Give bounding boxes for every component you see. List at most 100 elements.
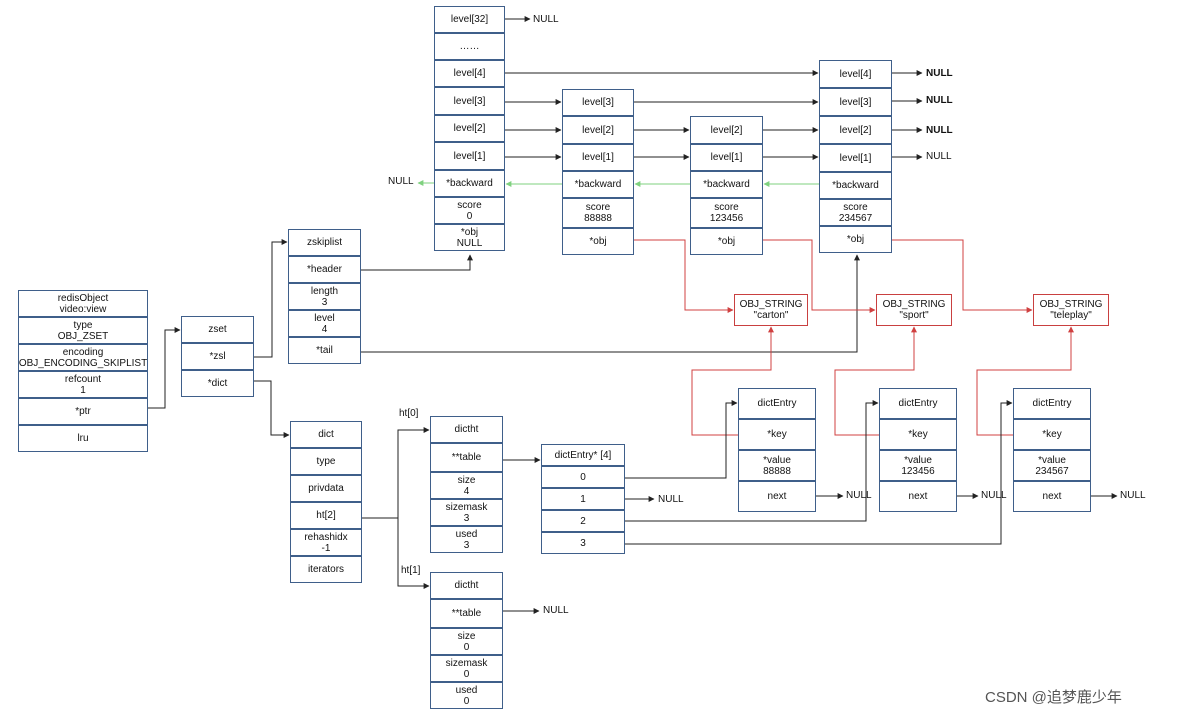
dict-title-cell: dict <box>290 421 362 448</box>
cell-text: *backward <box>574 179 622 190</box>
obj-carton-text-cell: OBJ_STRING"carton" <box>734 294 808 326</box>
cell-text: size <box>457 474 476 486</box>
dict-privdata-cell: privdata <box>290 475 362 502</box>
obj-sport-text-cell: OBJ_STRING"sport" <box>876 294 952 326</box>
object-arrow <box>634 239 734 313</box>
cell-text: level[3] <box>453 95 486 107</box>
cell-text: 88888 <box>763 465 791 477</box>
cell-text: *key <box>767 429 787 440</box>
cell-text: video:view <box>59 303 107 315</box>
dict-iterators-cell: iterators <box>290 556 362 583</box>
node-a-obj-cell: *obj <box>562 228 634 255</box>
header-node-l2-cell: level[2] <box>434 115 505 142</box>
node-c-l4-cell: level[4] <box>819 60 892 88</box>
table-array-i3-cell: 3 <box>541 532 625 554</box>
cell-text: next <box>767 491 787 502</box>
table-array-title-cell: dictEntry* [4] <box>541 444 625 466</box>
zskiplist-tail-cell: *tail <box>288 337 361 364</box>
cell-text: type <box>73 319 93 331</box>
cell-text: length <box>310 285 339 297</box>
cell-text: *ptr <box>75 406 91 417</box>
cell-text: 3 <box>580 537 586 549</box>
cell-text: 4 <box>463 485 470 497</box>
cell-text: zskiplist <box>306 237 342 248</box>
cell-text: score <box>457 199 482 211</box>
cell-text: OBJ_STRING <box>1039 299 1103 310</box>
cell-text: sizemask <box>445 657 488 669</box>
table-array-i2-cell: 2 <box>541 510 625 532</box>
zset-zsl-cell: *zsl <box>181 343 254 370</box>
cell-text: score <box>714 202 739 213</box>
object-arrow <box>976 326 1074 436</box>
null-label: NULL <box>846 490 872 501</box>
cell-text: refcount <box>64 373 102 385</box>
redis-object-lru-cell: lru <box>18 425 148 452</box>
null-label: NULL <box>926 95 953 106</box>
cell-text: *dict <box>207 378 228 389</box>
cell-text: level[2] <box>710 124 743 136</box>
pointer-arrow <box>361 254 473 271</box>
cell-text: 123456 <box>901 465 935 477</box>
cell-text: level[4] <box>839 68 872 80</box>
cell-text: "sport" <box>899 310 929 321</box>
null-label: NULL <box>926 68 953 79</box>
cell-text: level[1] <box>582 152 614 163</box>
dictht1-title-cell: dictht <box>430 572 503 599</box>
cell-text: dictEntry <box>898 398 938 409</box>
node-b-obj-cell: *obj <box>690 228 763 255</box>
cell-text: dictht <box>454 424 479 435</box>
cell-text: 88888 <box>584 213 612 224</box>
cell-text: score <box>585 202 611 213</box>
node-c-l3-cell: level[3] <box>819 88 892 116</box>
node-a-l2-cell: level[2] <box>562 116 634 144</box>
cell-text: *zsl <box>209 351 226 362</box>
cell-text: *key <box>908 429 928 440</box>
cell-text: "teleplay" <box>1050 310 1092 321</box>
cell-text: type <box>316 456 336 467</box>
object-arrow <box>763 239 876 313</box>
obj-teleplay-text-cell: OBJ_STRING"teleplay" <box>1033 294 1109 326</box>
cell-text: *key <box>1042 429 1062 440</box>
table-array-i1-cell: 1 <box>541 488 625 510</box>
pointer-arrow <box>148 327 181 409</box>
null-label: NULL <box>1120 490 1146 501</box>
cell-text: *backward <box>703 179 750 190</box>
entry-a-next-cell: next <box>738 481 816 512</box>
node-b-l1-cell: level[1] <box>690 144 763 171</box>
dict-type-cell: type <box>290 448 362 475</box>
cell-text: used <box>455 528 478 540</box>
redis-object-ptr-cell: *ptr <box>18 398 148 425</box>
cell-text: 3 <box>463 539 470 551</box>
entry-b-key-cell: *key <box>879 419 957 450</box>
node-c-obj-cell: *obj <box>819 226 892 253</box>
cell-text: OBJ_STRING <box>882 299 946 310</box>
cell-text: *backward <box>446 178 493 189</box>
null-label: NULL <box>388 176 414 187</box>
cell-text: zset <box>208 324 227 335</box>
node-c-l2-cell: level[2] <box>819 116 892 144</box>
cell-text: 1 <box>580 493 586 505</box>
object-arrow <box>691 326 774 436</box>
table-array-i0-cell: 0 <box>541 466 625 488</box>
cell-text: *value <box>904 454 932 466</box>
header-node-dots-cell: …… <box>434 33 505 60</box>
cell-text: 4 <box>321 323 328 335</box>
null-label: NULL <box>981 490 1007 501</box>
object-arrow <box>892 239 1033 313</box>
cell-text: *obj <box>460 226 479 238</box>
ht0-label: ht[0] <box>399 408 419 419</box>
cell-text: sizemask <box>445 501 488 513</box>
zskiplist-title-cell: zskiplist <box>288 229 361 256</box>
